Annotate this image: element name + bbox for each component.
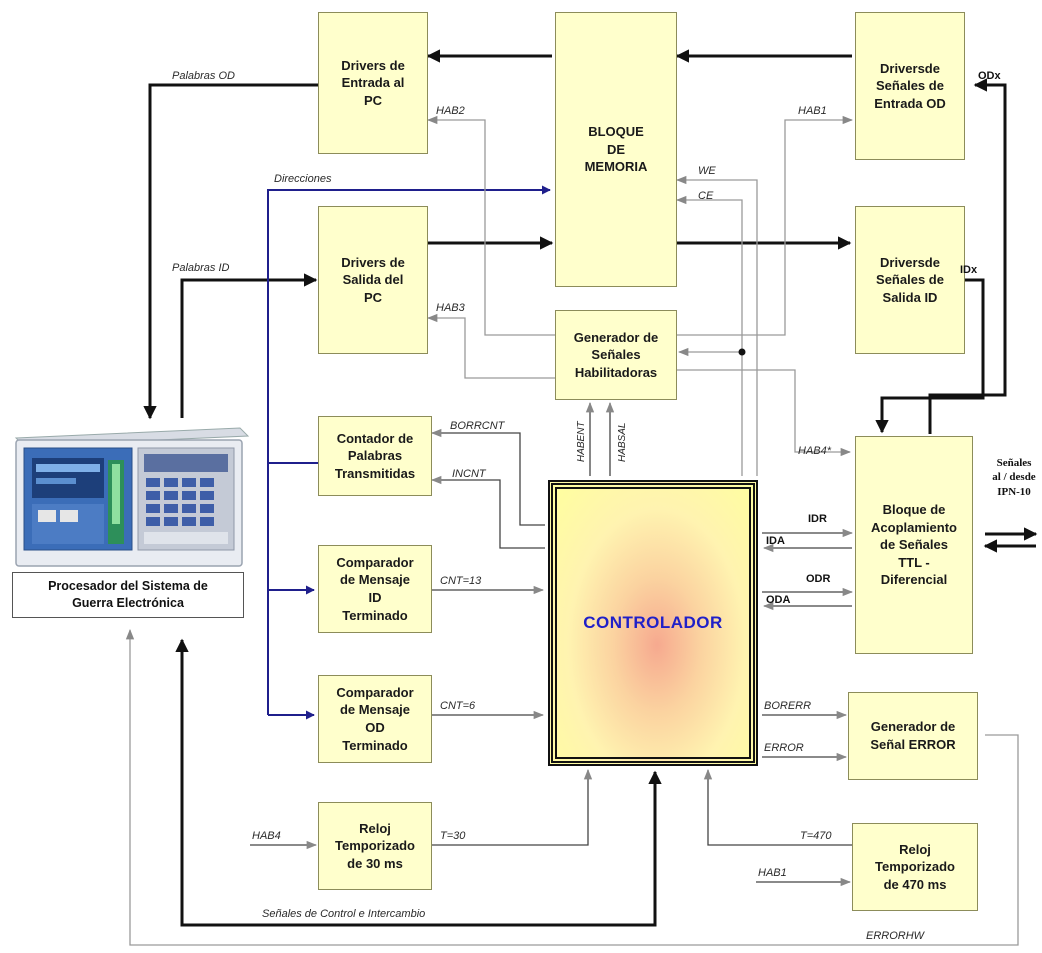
bloque-acoplamiento-block: Bloque de Acoplamiento de Señales TTL - … — [855, 436, 973, 654]
data-buses — [143, 49, 1038, 927]
label-direcciones: Direcciones — [274, 173, 332, 185]
label-idx: IDx — [960, 264, 978, 276]
comparador-od-block: Comparador de Mensaje OD Terminado — [318, 675, 432, 763]
label-t470: T=470 — [800, 830, 832, 842]
label-idr: IDR — [808, 513, 827, 525]
control-lines — [250, 401, 854, 887]
label-borerr: BORERR — [764, 700, 812, 712]
label-borrcnt: BORRCNT — [450, 420, 505, 432]
label-palabras-od: Palabras OD — [172, 70, 235, 82]
label-hab4-star: HAB4* — [798, 445, 832, 457]
drivers-entrada-pc-block: Drivers de Entrada al PC — [318, 12, 428, 154]
controlador-block: CONTROLADOR — [548, 480, 758, 766]
label-senales-externas: Señales al / desde IPN-10 — [992, 457, 1036, 498]
label-error: ERROR — [764, 742, 804, 754]
processor-device-image — [14, 427, 250, 567]
drivers-senales-salida-id-block: Driversde Señales de Salida ID — [855, 206, 965, 354]
controlador-label: CONTROLADOR — [583, 613, 723, 632]
label-ce: CE — [698, 190, 714, 202]
label-odx: ODx — [978, 70, 1001, 82]
label-hab3: HAB3 — [436, 302, 465, 314]
label-odr: ODR — [806, 573, 831, 585]
reloj-30-block: Reloj Temporizado de 30 ms — [318, 802, 432, 890]
drivers-salida-pc-block: Drivers de Salida del PC — [318, 206, 428, 354]
reloj-470-block: Reloj Temporizado de 470 ms — [852, 823, 978, 911]
label-errorhw: ERRORHW — [866, 930, 925, 942]
label-habent: HABENT — [576, 421, 587, 462]
label-hab1-top: HAB1 — [798, 105, 827, 117]
comparador-id-block: Comparador de Mensaje ID Terminado — [318, 545, 432, 633]
label-we: WE — [698, 165, 716, 177]
label-oda: ODA — [766, 594, 791, 606]
label-palabras-id: Palabras ID — [172, 262, 230, 274]
drivers-senales-entrada-od-block: Driversde Señales de Entrada OD — [855, 12, 965, 160]
generador-habilitadoras-block: Generador de Señales Habilitadoras — [555, 310, 677, 400]
label-incnt: INCNT — [452, 468, 486, 480]
junction-dot — [738, 348, 746, 356]
label-cnt6: CNT=6 — [440, 700, 476, 712]
label-hab2: HAB2 — [436, 105, 465, 117]
contador-palabras-block: Contador de Palabras Transmitidas — [318, 416, 432, 496]
label-ida: IDA — [766, 535, 785, 547]
label-habsal: HABSAL — [617, 422, 628, 462]
bloque-memoria-block: BLOQUE DE MEMORIA — [555, 12, 677, 287]
address-bus — [267, 185, 551, 720]
enable-lines — [125, 115, 1019, 946]
label-cnt13: CNT=13 — [440, 575, 482, 587]
procesador-label: Procesador del Sistema de Guerra Electró… — [12, 572, 244, 618]
label-t30: T=30 — [440, 830, 466, 842]
label-hab4: HAB4 — [252, 830, 281, 842]
label-hab1-bottom: HAB1 — [758, 867, 787, 879]
label-control-intercambio: Señales de Control e Intercambio — [262, 908, 426, 920]
generador-error-block: Generador de Señal ERROR — [848, 692, 978, 780]
